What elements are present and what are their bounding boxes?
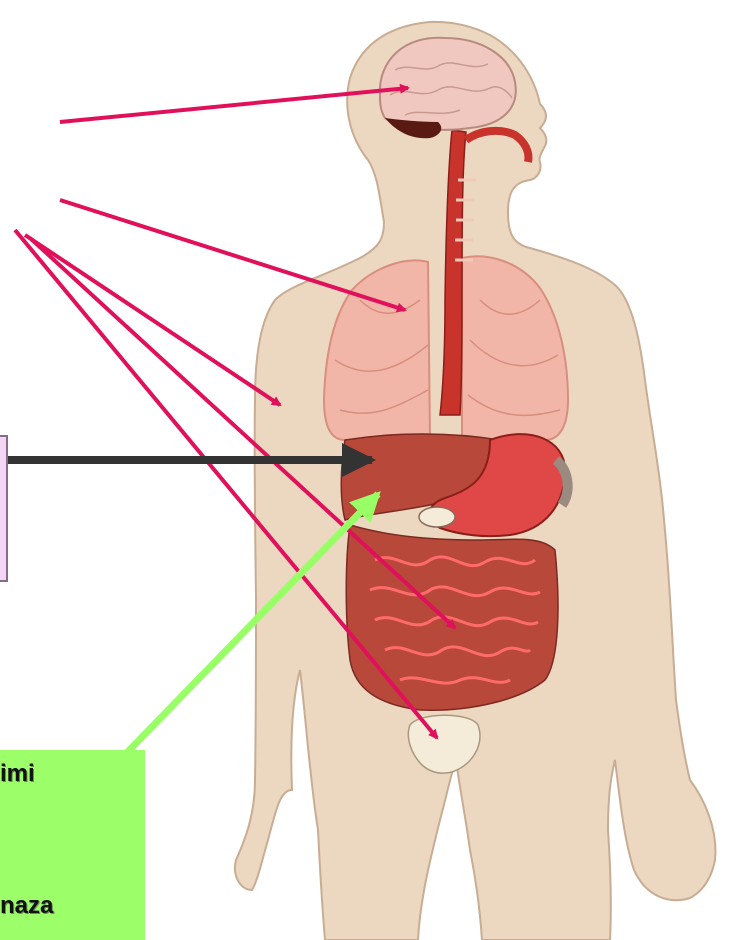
intestines-icon xyxy=(346,525,558,710)
callout-box-purple xyxy=(0,435,8,582)
callout-green-line-1: imi xyxy=(0,760,35,788)
callout-green-line-2: naza xyxy=(0,892,53,920)
arrow-to-skin xyxy=(25,235,280,405)
callout-box-green: imi naza xyxy=(0,750,145,940)
